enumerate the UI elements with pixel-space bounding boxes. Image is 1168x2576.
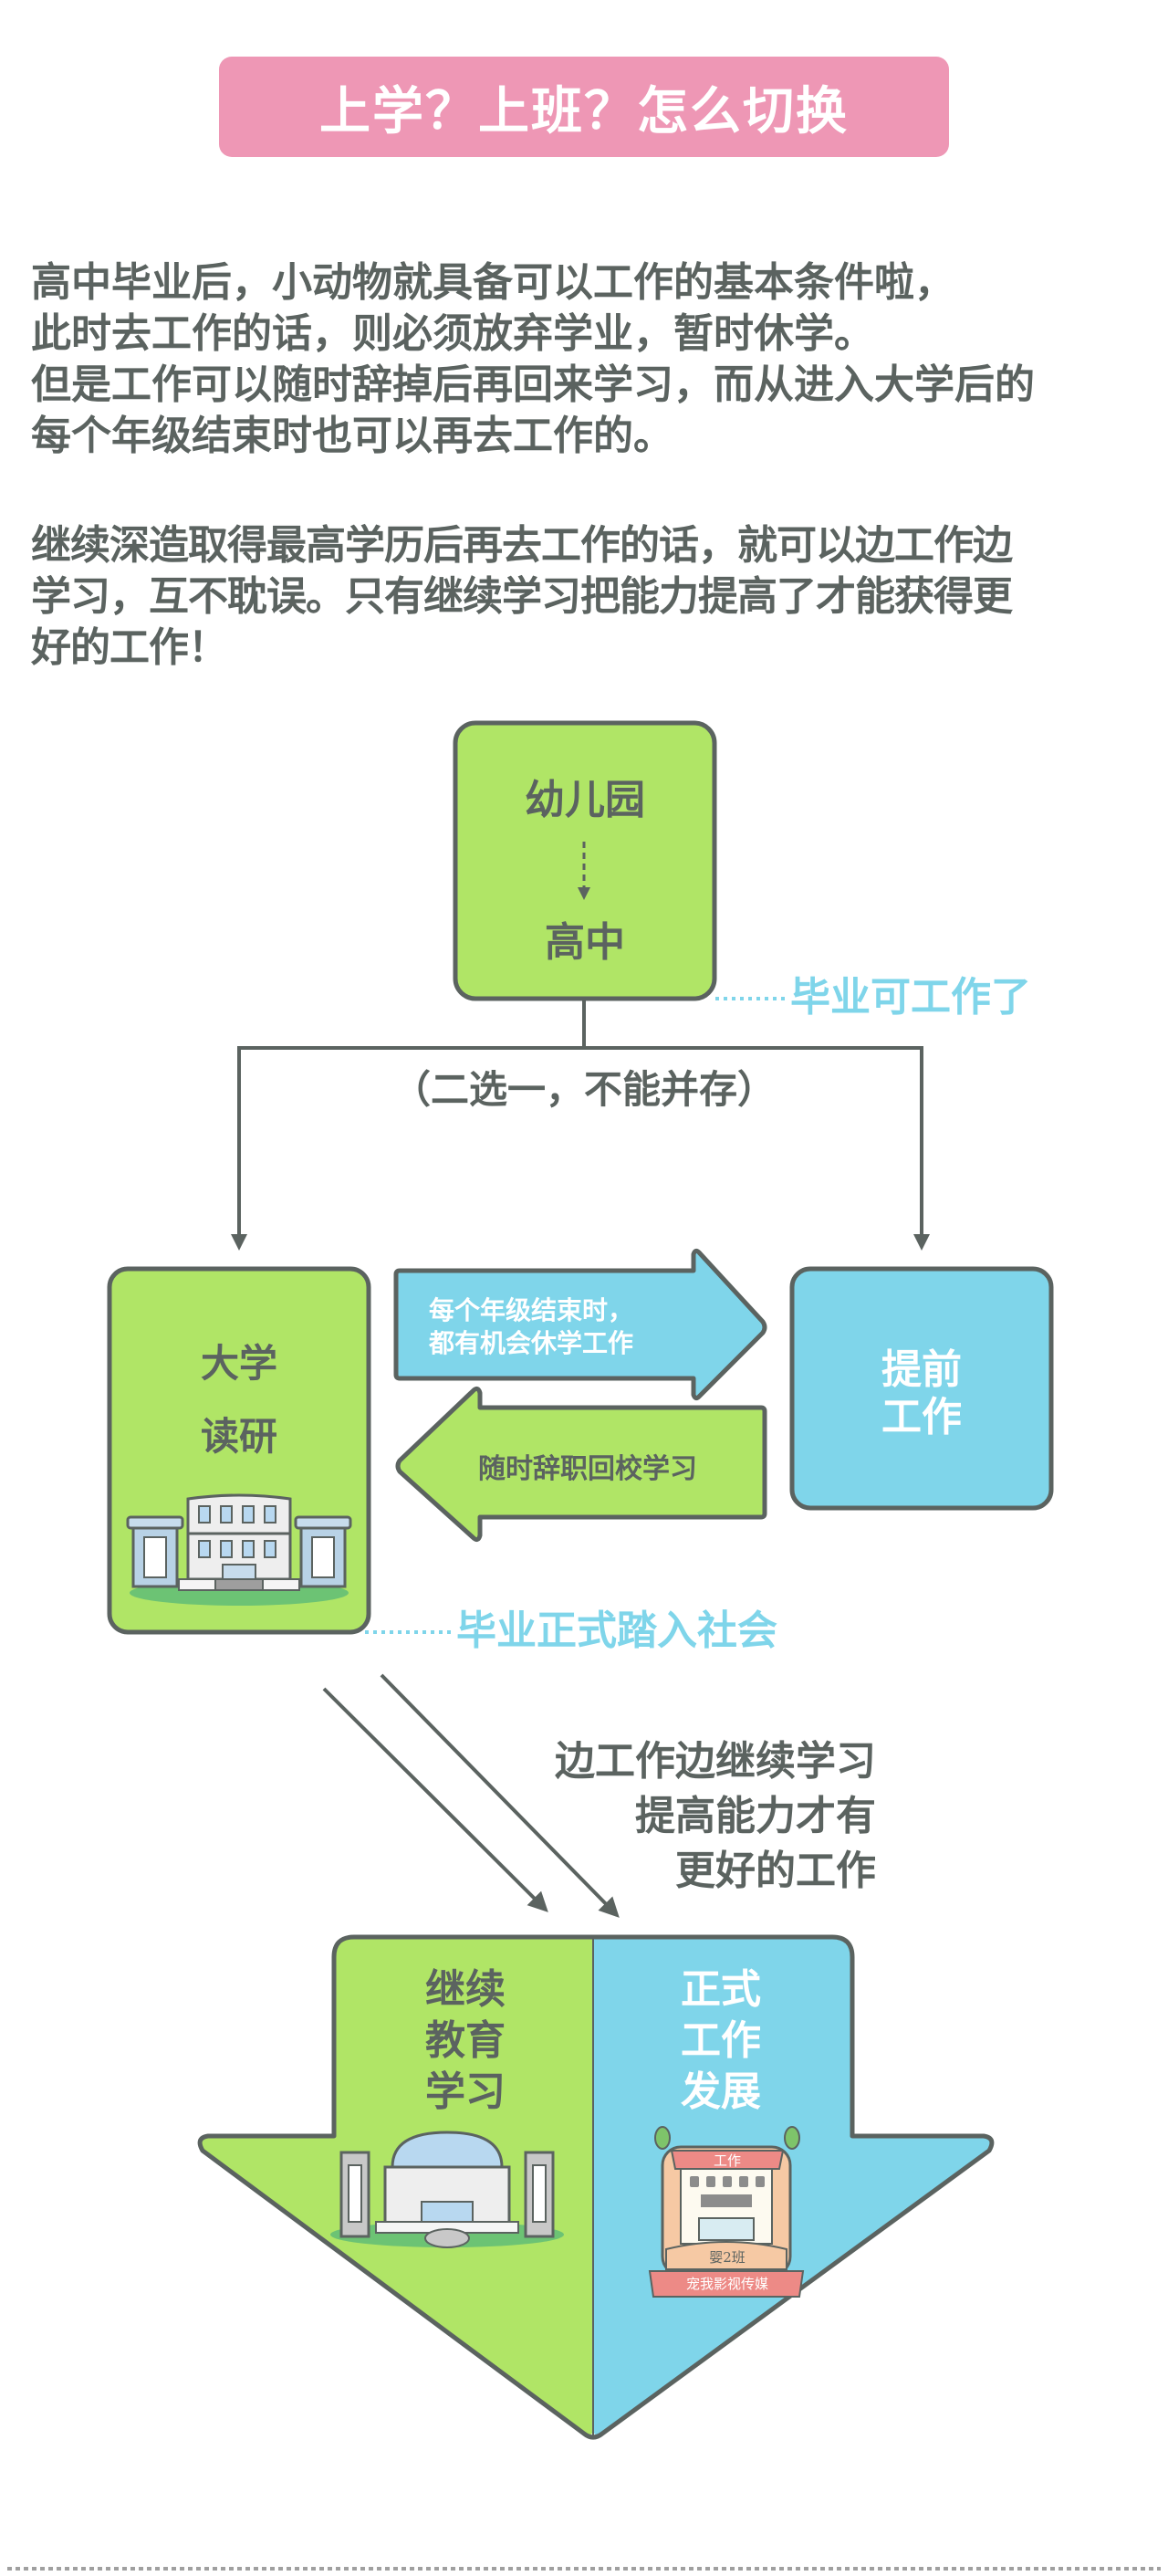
intro-line: 好的工作！ (31, 624, 228, 671)
left-note: 毕业正式踏入社会 (456, 1607, 777, 1654)
branch-note: （二选一，不能并存） (391, 1067, 776, 1112)
diagonal-arrow-1 (322, 1687, 548, 1912)
formal-work-line: 正式 (681, 1966, 761, 2013)
intro-line: 但是工作可以随时辞掉后再回来学习，而从进入大学后的 (31, 361, 1035, 408)
early-label-1: 提前 (881, 1346, 962, 1393)
arrow-to-work (393, 1248, 767, 1401)
right-branch-arrowhead (913, 1234, 930, 1251)
graduate-label: 读研 (200, 1414, 277, 1459)
badge-middle-text: 婴2班 (709, 2249, 746, 2266)
early-label-2: 工作 (881, 1394, 962, 1440)
dashed-arrow-head (578, 887, 590, 900)
continue-education-line: 教育 (425, 2017, 506, 2064)
side-note: 边工作边继续学习 提高能力才有 更好的工作 (511, 1734, 876, 1899)
intro-paragraph-1: 高中毕业后，小动物就具备可以工作的基本条件啦， 此时去工作的话，则必须放弃学业，… (31, 257, 1144, 462)
badge-top-text: 工作 (713, 2152, 741, 2169)
university-label: 大学 (200, 1341, 277, 1386)
intro-line: 高中毕业后，小动物就具备可以工作的基本条件啦， (31, 259, 954, 306)
intro-line: 每个年级结束时也可以再去工作的。 (31, 413, 673, 459)
diagonal-arrow-2 (380, 1673, 620, 1918)
arrow-to-work-text: 每个年级结束时， 都有机会休学工作 (429, 1294, 633, 1360)
formal-work-line: 发展 (681, 2068, 761, 2115)
side-note-line: 提高能力才有 (635, 1793, 876, 1839)
arrow-to-work-line: 每个年级结束时， (429, 1295, 634, 1325)
intro-line: 学习，互不耽误。只有继续学习把能力提高了才能获得更 (31, 573, 1013, 620)
arrow-to-work-line: 都有机会休学工作 (429, 1328, 634, 1358)
continue-education-label: 继续 教育 学习 (383, 1964, 548, 2118)
badge-bottom-text: 宠我影视传媒 (685, 2276, 768, 2292)
high-school-label: 高中 (545, 919, 625, 966)
side-note-line: 边工作边继续学习 (555, 1738, 876, 1785)
intro-line: 此时去工作的话，则必须放弃学业，暂时休学。 (31, 310, 874, 357)
library-building-icon (330, 2131, 564, 2248)
continue-education-line: 学习 (425, 2068, 506, 2115)
arrow-back-text: 随时辞职回校学习 (478, 1453, 697, 1485)
top-note: 毕业可工作了 (790, 974, 1031, 1021)
continue-education-line: 继续 (425, 1966, 506, 2013)
left-branch-arrowhead (231, 1234, 247, 1251)
arrow-back-to-school (395, 1386, 767, 1543)
intro-line: 继续深造取得最高学历后再去工作的话，就可以边工作边 (31, 522, 1013, 569)
top-box (453, 720, 717, 1001)
title-banner: 上学？上班？怎么切换 (219, 57, 949, 157)
page-title: 上学？上班？怎么切换 (319, 81, 849, 141)
early-work-box (789, 1266, 1054, 1511)
company-badge-icon (648, 2126, 805, 2298)
kindergarten-label: 幼儿园 (525, 777, 645, 823)
formal-work-line: 工作 (681, 2017, 761, 2064)
branch-line (237, 1046, 923, 1246)
intro-paragraph-2: 继续深造取得最高学历后再去工作的话，就可以边工作边 学习，互不耽误。只有继续学习… (31, 520, 1144, 674)
formal-work-label: 正式 工作 发展 (639, 1964, 803, 2118)
university-building-icon (126, 1493, 352, 1606)
side-note-line: 更好的工作 (675, 1848, 876, 1894)
final-down-arrow (197, 1934, 995, 2440)
